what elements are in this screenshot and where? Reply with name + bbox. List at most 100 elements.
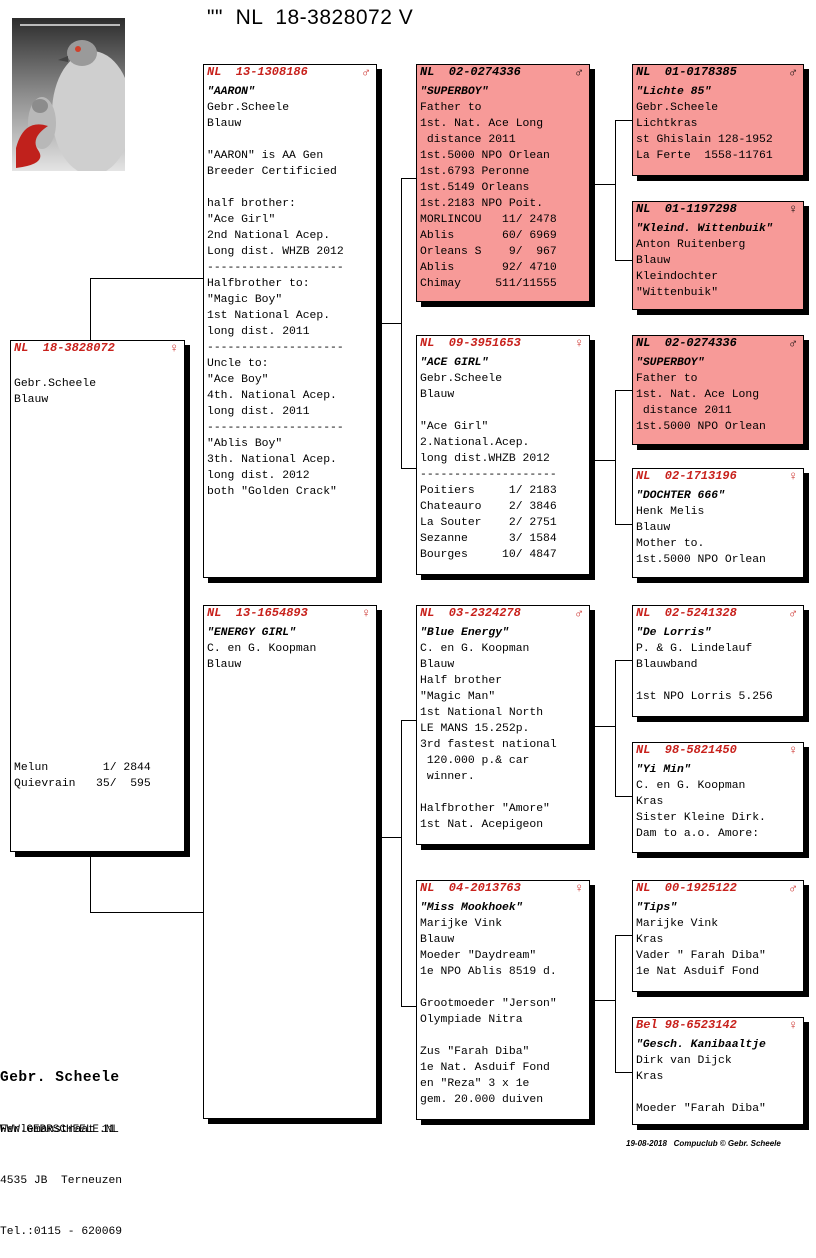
ring-number: NL 02-0274336♂ bbox=[633, 336, 803, 351]
pigeon-info-line: 1e Nat Asduif Fond bbox=[636, 966, 760, 978]
pigeon-info-line: 4th. National Acep. bbox=[207, 390, 337, 402]
pigeon-info-line: Gebr.Scheele bbox=[14, 378, 97, 390]
pigeon-info-line: Moeder "Farah Diba" bbox=[636, 1103, 766, 1115]
pigeon-info-line: "Magic Man" bbox=[420, 691, 496, 703]
connector bbox=[381, 323, 402, 324]
connector bbox=[615, 1072, 632, 1073]
pigeon-info-line bbox=[636, 1085, 800, 1101]
pigeon-card-dam: NL 13-1654893♀"ENERGY GIRL"C. en G. Koop… bbox=[203, 605, 377, 1119]
pigeon-info-line: 1st. Nat. Ace Long bbox=[636, 389, 760, 401]
pigeon-name: "Kleind. Wittenbuik" bbox=[636, 223, 773, 235]
pigeon-info-line bbox=[207, 180, 373, 196]
pigeon-name: "ENERGY GIRL" bbox=[207, 627, 296, 639]
pigeon-info-line bbox=[420, 980, 586, 996]
pigeon-info-line: Marijke Vink bbox=[420, 918, 503, 930]
pigeon-info-line: 3rd fastest national bbox=[420, 739, 557, 751]
connector bbox=[595, 460, 616, 461]
pigeon-info-line: "Ablis Boy" bbox=[207, 438, 283, 450]
pigeon-info-line: "Wittenbuik" bbox=[636, 287, 719, 299]
pigeon-info-line bbox=[14, 648, 181, 664]
pigeon-info-line: Chateauro 2/ 3846 bbox=[420, 501, 557, 513]
pigeon-info-line: Henk Melis bbox=[636, 506, 705, 518]
ring-number-text: NL 01-0178385 bbox=[636, 65, 737, 79]
ring-number: NL 09-3951653♀ bbox=[417, 336, 589, 351]
connector bbox=[615, 935, 632, 936]
pigeon-info-line: Olympiade Nitra bbox=[420, 1014, 523, 1026]
pigeon-info-line bbox=[14, 584, 181, 600]
breeder-address-line: 4535 JB Terneuzen bbox=[0, 1175, 123, 1187]
pigeon-info-line: Orleans S 9/ 967 bbox=[420, 246, 557, 258]
pigeon-info-line: "AARON" is AA Gen bbox=[207, 150, 324, 162]
ring-number-text: NL 03-2324278 bbox=[420, 606, 521, 620]
pigeon-info-line: La Souter 2/ 2751 bbox=[420, 517, 557, 529]
pigeon-info-line: -------------------- bbox=[420, 469, 557, 481]
ring-number: NL 03-2324278 ♂ bbox=[417, 606, 589, 621]
pigeon-name: "Miss Mookhoek" bbox=[420, 902, 523, 914]
pigeon-info-line: "Magic Boy" bbox=[207, 294, 283, 306]
pigeon-info-line bbox=[14, 504, 181, 520]
pigeon-info-line: Kras bbox=[636, 934, 664, 946]
pigeon-info-line: 1st National North bbox=[420, 707, 544, 719]
pigeon-info-line: Breeder Certificied bbox=[207, 166, 337, 178]
connector bbox=[615, 260, 632, 261]
pigeon-info-line: 2.National.Acep. bbox=[420, 437, 530, 449]
pigeon-info-line: 1st.5000 NPO Orlean bbox=[636, 554, 766, 566]
male-symbol-icon: ♂ bbox=[575, 606, 583, 621]
pigeon-info-line: 1e Nat. Asduif Fond bbox=[420, 1062, 550, 1074]
pigeon-card-gg-2: NL 01-1197298♀"Kleind. Wittenbuik"Anton … bbox=[632, 201, 804, 310]
pigeon-info-line: -------------------- bbox=[207, 262, 344, 274]
ring-number: NL 01-0178385 ♂ bbox=[633, 65, 803, 80]
ring-number: NL 02-5241328♂ bbox=[633, 606, 803, 621]
pigeon-info-line: 1st.5149 Orleans bbox=[420, 182, 530, 194]
pigeon-info-line: Zus "Farah Diba" bbox=[420, 1046, 530, 1058]
pigeon-info-line: Sister Kleine Dirk. bbox=[636, 812, 766, 824]
pigeon-name: "Tips" bbox=[636, 902, 678, 914]
pigeon-info-line: P. & G. Lindelauf bbox=[636, 643, 753, 655]
ring-number: NL 13-1308186♂ bbox=[204, 65, 376, 80]
pigeon-info-line: La Ferte 1558-11761 bbox=[636, 150, 773, 162]
pigeon-name: "Gesch. Kanibaaltje bbox=[636, 1039, 766, 1051]
pigeon-name: "ACE GIRL" bbox=[420, 357, 489, 369]
breeder-address-line: Ferlemanstraat 11 bbox=[0, 1124, 116, 1136]
pigeon-info-line: Ablis 60/ 6969 bbox=[420, 230, 557, 242]
pigeon-info-line: Blauw bbox=[636, 522, 671, 534]
pigeon-info-line bbox=[14, 552, 181, 568]
pigeon-info-line: st Ghislain 128-1952 bbox=[636, 134, 773, 146]
breeder-website[interactable]: WWW.GEBRSCHEELE.NL bbox=[0, 1124, 119, 1136]
ring-number-text: NL 02-0274336 bbox=[420, 65, 521, 79]
connector bbox=[615, 796, 632, 797]
pigeon-info-line: -------------------- bbox=[207, 422, 344, 434]
pigeon-info-line: Long dist. WHZB 2012 bbox=[207, 246, 344, 258]
pigeon-info-line: 1st.5000 NPO Orlean bbox=[420, 150, 550, 162]
male-symbol-icon: ♂ bbox=[789, 65, 797, 80]
ring-number-text: NL 01-1197298 bbox=[636, 202, 737, 216]
female-symbol-icon: ♀ bbox=[362, 606, 370, 621]
pigeon-info-line: Marijke Vink bbox=[636, 918, 719, 930]
pigeon-name: "SUPERBOY" bbox=[420, 86, 489, 98]
pigeon-name: "DOCHTER 666" bbox=[636, 490, 725, 502]
pigeon-info-line: Moeder "Daydream" bbox=[420, 950, 537, 962]
pigeon-info-line bbox=[14, 616, 181, 632]
connector bbox=[595, 184, 616, 185]
male-symbol-icon: ♂ bbox=[789, 881, 797, 896]
ring-number: NL 02-0274336♂ bbox=[417, 65, 589, 80]
pigeon-info-line: 1st NPO Lorris 5.256 bbox=[636, 691, 773, 703]
pigeon-info-line: Melun 1/ 2844 bbox=[14, 762, 151, 774]
connector bbox=[615, 390, 632, 391]
connector bbox=[381, 837, 402, 838]
connector bbox=[401, 178, 417, 179]
pigeon-info-line: 1st Nat. Acepigeon bbox=[420, 819, 544, 831]
connector bbox=[595, 726, 616, 727]
footer-credit: 19-08-2018 Compuclub © Gebr. Scheele bbox=[626, 1139, 781, 1148]
pigeon-info-line bbox=[14, 536, 181, 552]
pigeon-info-line: C. en G. Koopman bbox=[636, 780, 746, 792]
